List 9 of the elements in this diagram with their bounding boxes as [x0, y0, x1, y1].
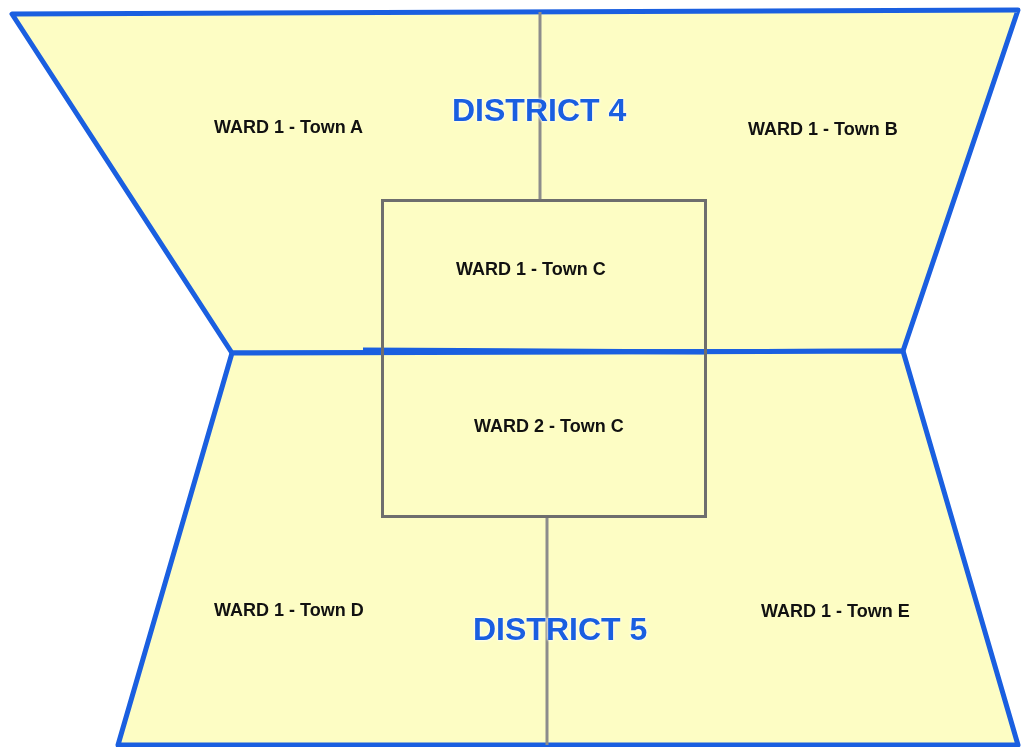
ward-label: WARD 1 - Town E [761, 601, 910, 622]
district-label: DISTRICT 4 [452, 92, 627, 129]
ward-label: WARD 1 - Town C [456, 259, 606, 280]
ward-label: WARD 1 - Town D [214, 600, 364, 621]
ward-label: WARD 1 - Town A [214, 117, 363, 138]
ward-box [381, 199, 707, 518]
district-label: DISTRICT 5 [473, 611, 648, 648]
ward-label: WARD 2 - Town C [474, 416, 624, 437]
ward-label: WARD 1 - Town B [748, 119, 898, 140]
